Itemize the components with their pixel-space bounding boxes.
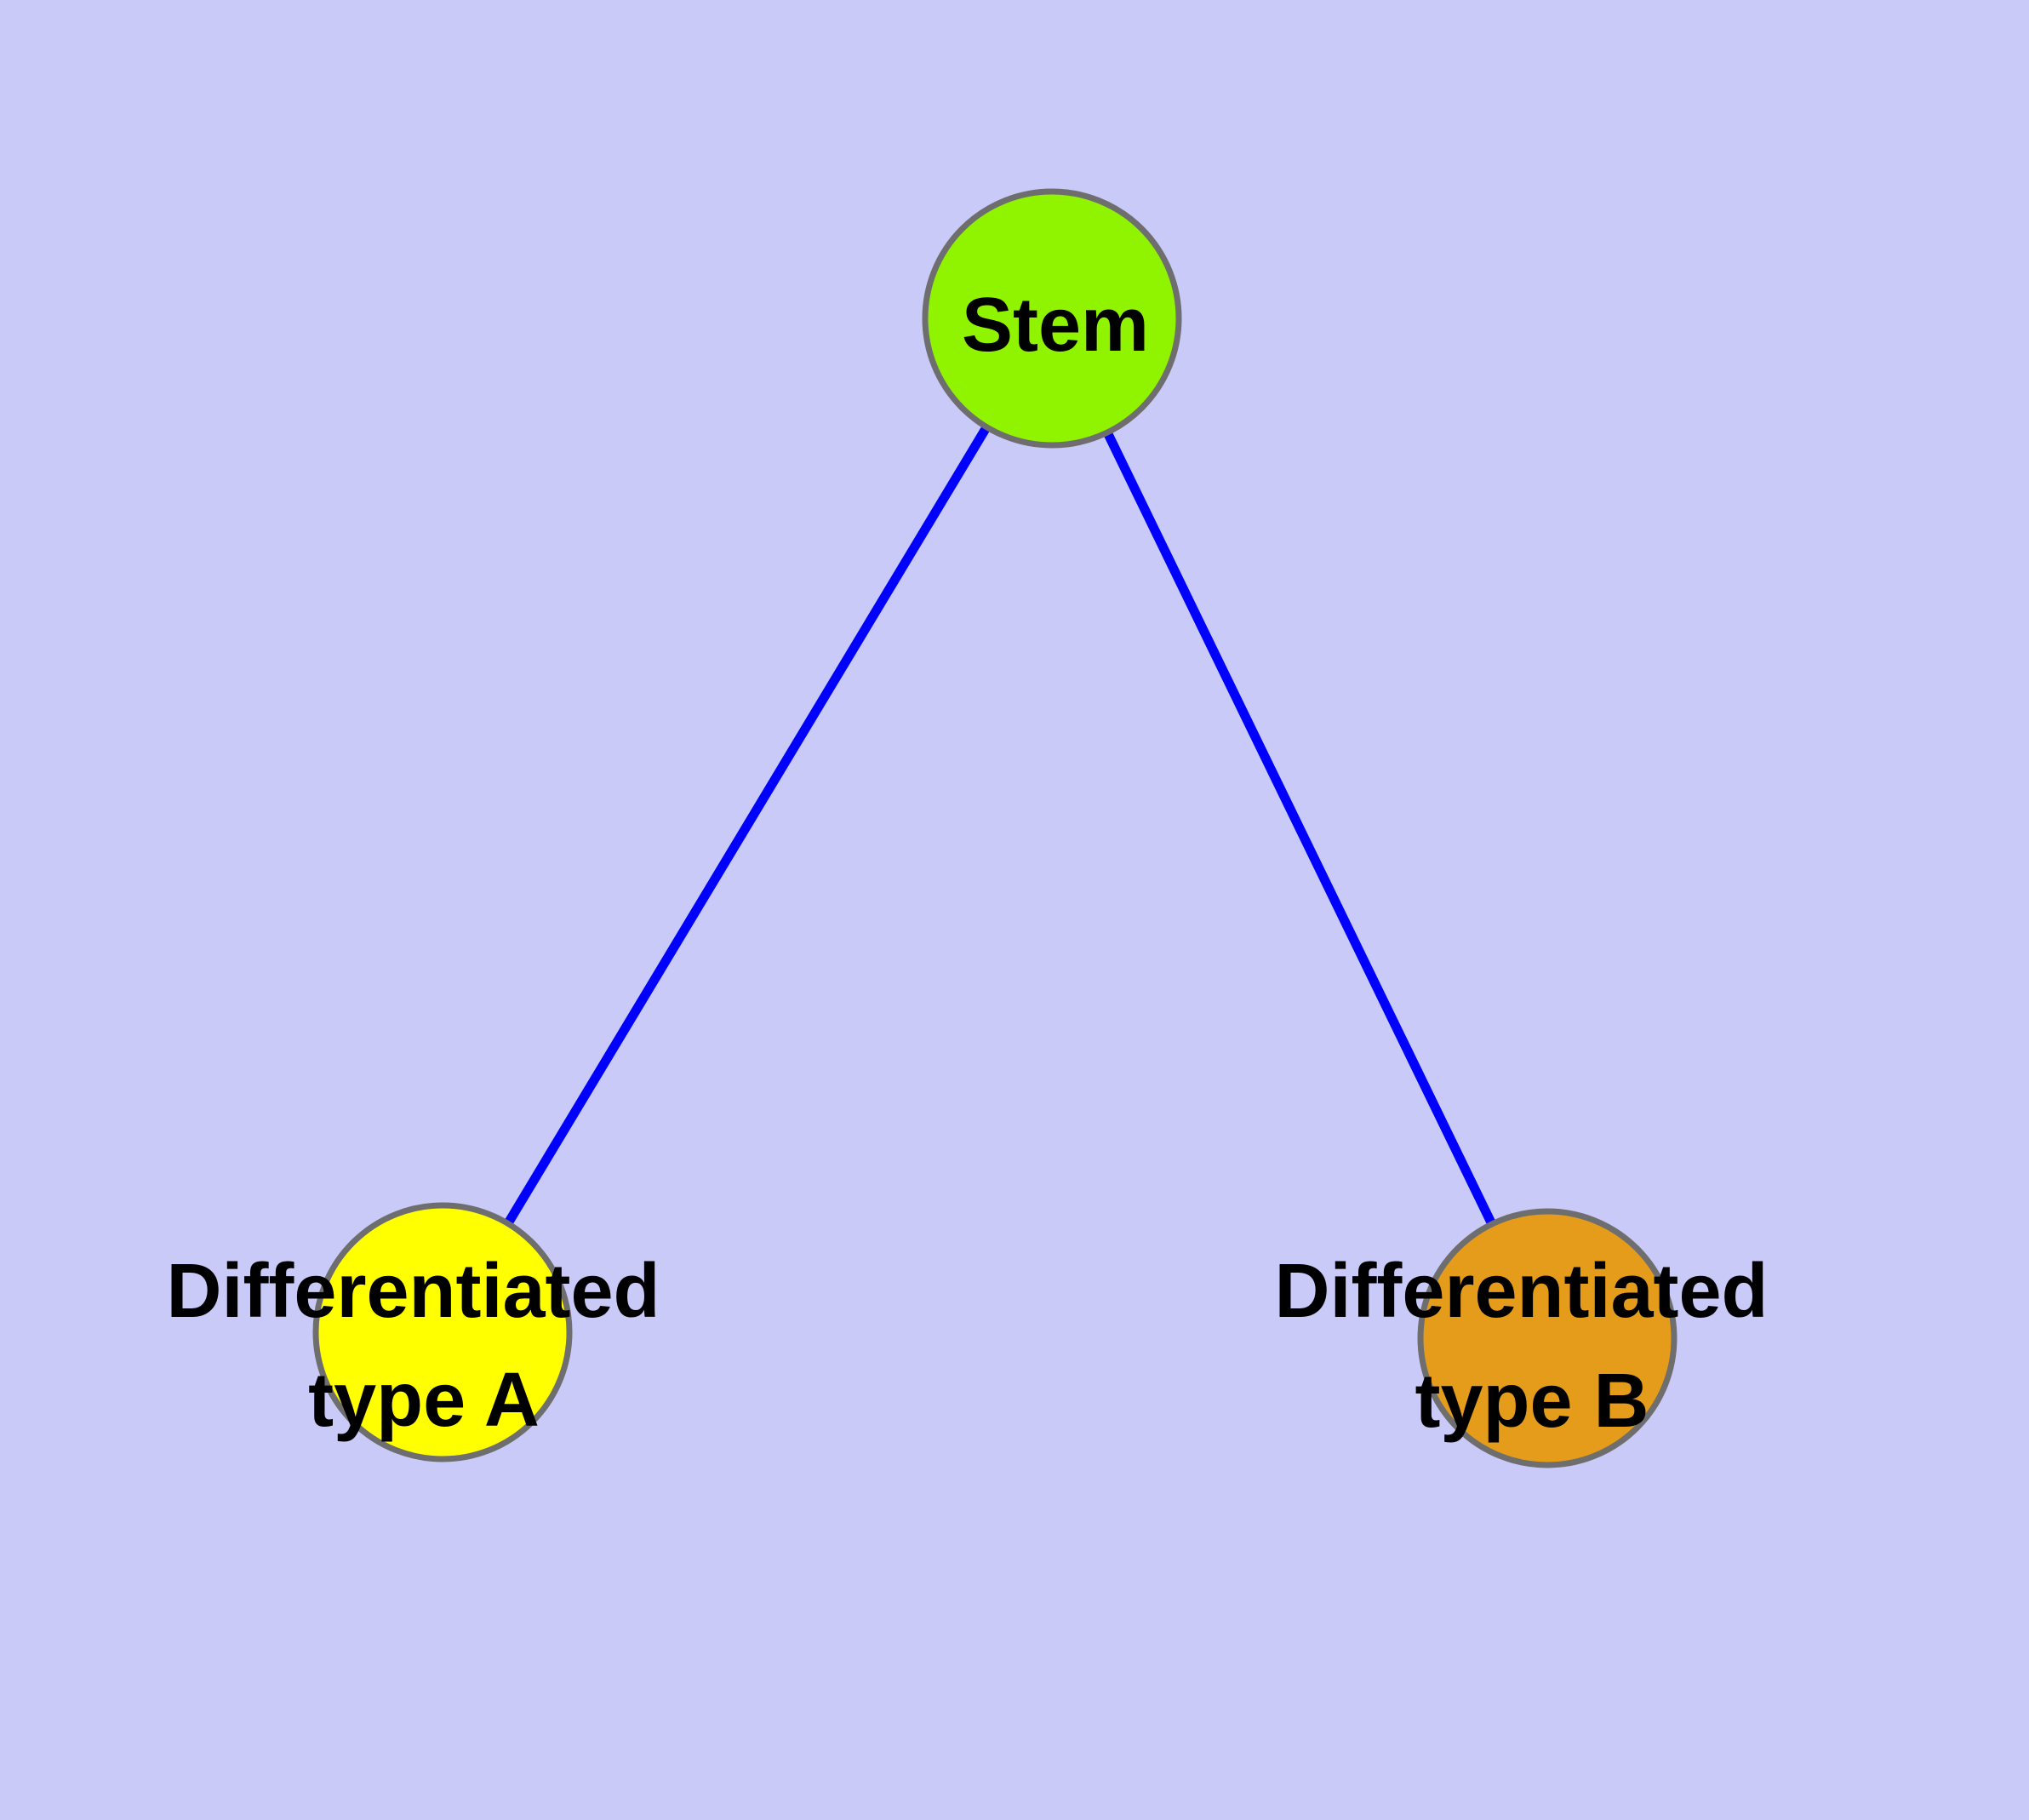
node-type-a-label-line-2: type A xyxy=(308,1358,540,1443)
node-stem-circle xyxy=(922,188,1182,449)
node-type-a-circle xyxy=(312,1202,573,1462)
node-type-b: Differentiated type B xyxy=(1274,1208,1789,1468)
edge-stem-to-type-b xyxy=(1048,316,1552,1341)
node-type-b-label: Differentiated type B xyxy=(1274,1249,1789,1444)
node-type-b-label-line-2: type B xyxy=(1415,1359,1649,1444)
node-type-a-label: Differentiated type A xyxy=(166,1249,681,1443)
node-type-a-label-line-1: Differentiated xyxy=(166,1249,660,1334)
node-stem-label: Stem xyxy=(962,283,1149,368)
node-type-b-circle xyxy=(1417,1208,1677,1468)
node-stem: Stem xyxy=(922,188,1182,449)
node-type-a: Differentiated type A xyxy=(166,1202,681,1462)
edge-stem-to-type-a xyxy=(438,316,1056,1335)
node-type-b-label-line-1: Differentiated xyxy=(1274,1249,1768,1334)
